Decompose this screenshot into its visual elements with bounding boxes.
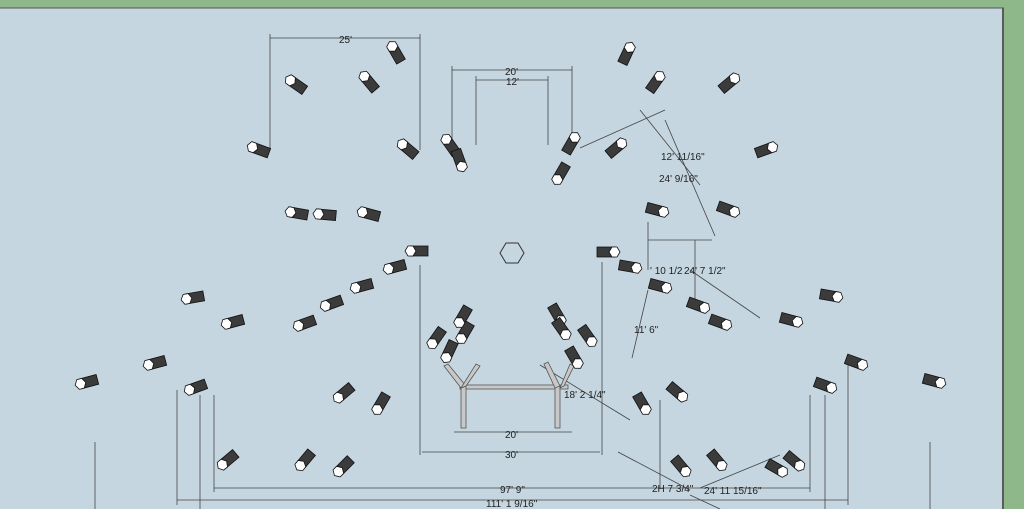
- dim-12-11-16: 12' 11/16": [661, 152, 705, 163]
- dim-24-9-16: 24' 9/16": [659, 174, 698, 185]
- dim-11-6: 11' 6": [634, 325, 659, 336]
- dim-24-7-1-2: 24' 7 1/2": [684, 266, 726, 277]
- center-hexagon[interactable]: [499, 242, 525, 264]
- table-frame[interactable]: [443, 361, 575, 429]
- dim-25: 25': [339, 35, 352, 46]
- dim-2h-7-3-4: 2H 7 3/4": [652, 484, 694, 495]
- dim-20-bottom: 20': [505, 430, 518, 441]
- dim-111-1-9-16: 111' 1 9/16": [486, 499, 538, 509]
- dimension-lines: [94, 34, 931, 509]
- dim-12: 12': [506, 77, 519, 88]
- dim-18-2-1-4: 18' 2 1/4": [564, 390, 606, 401]
- dim-24-11-15-16: 24' 11 15/16": [704, 486, 762, 497]
- dim-10-1-2: ' 10 1/2: [650, 266, 683, 277]
- dim-30: 30': [505, 450, 518, 461]
- dim-97-9: 97' 9": [500, 485, 525, 496]
- dim-20-top: 20': [505, 67, 518, 78]
- sky-plane: [0, 8, 1004, 509]
